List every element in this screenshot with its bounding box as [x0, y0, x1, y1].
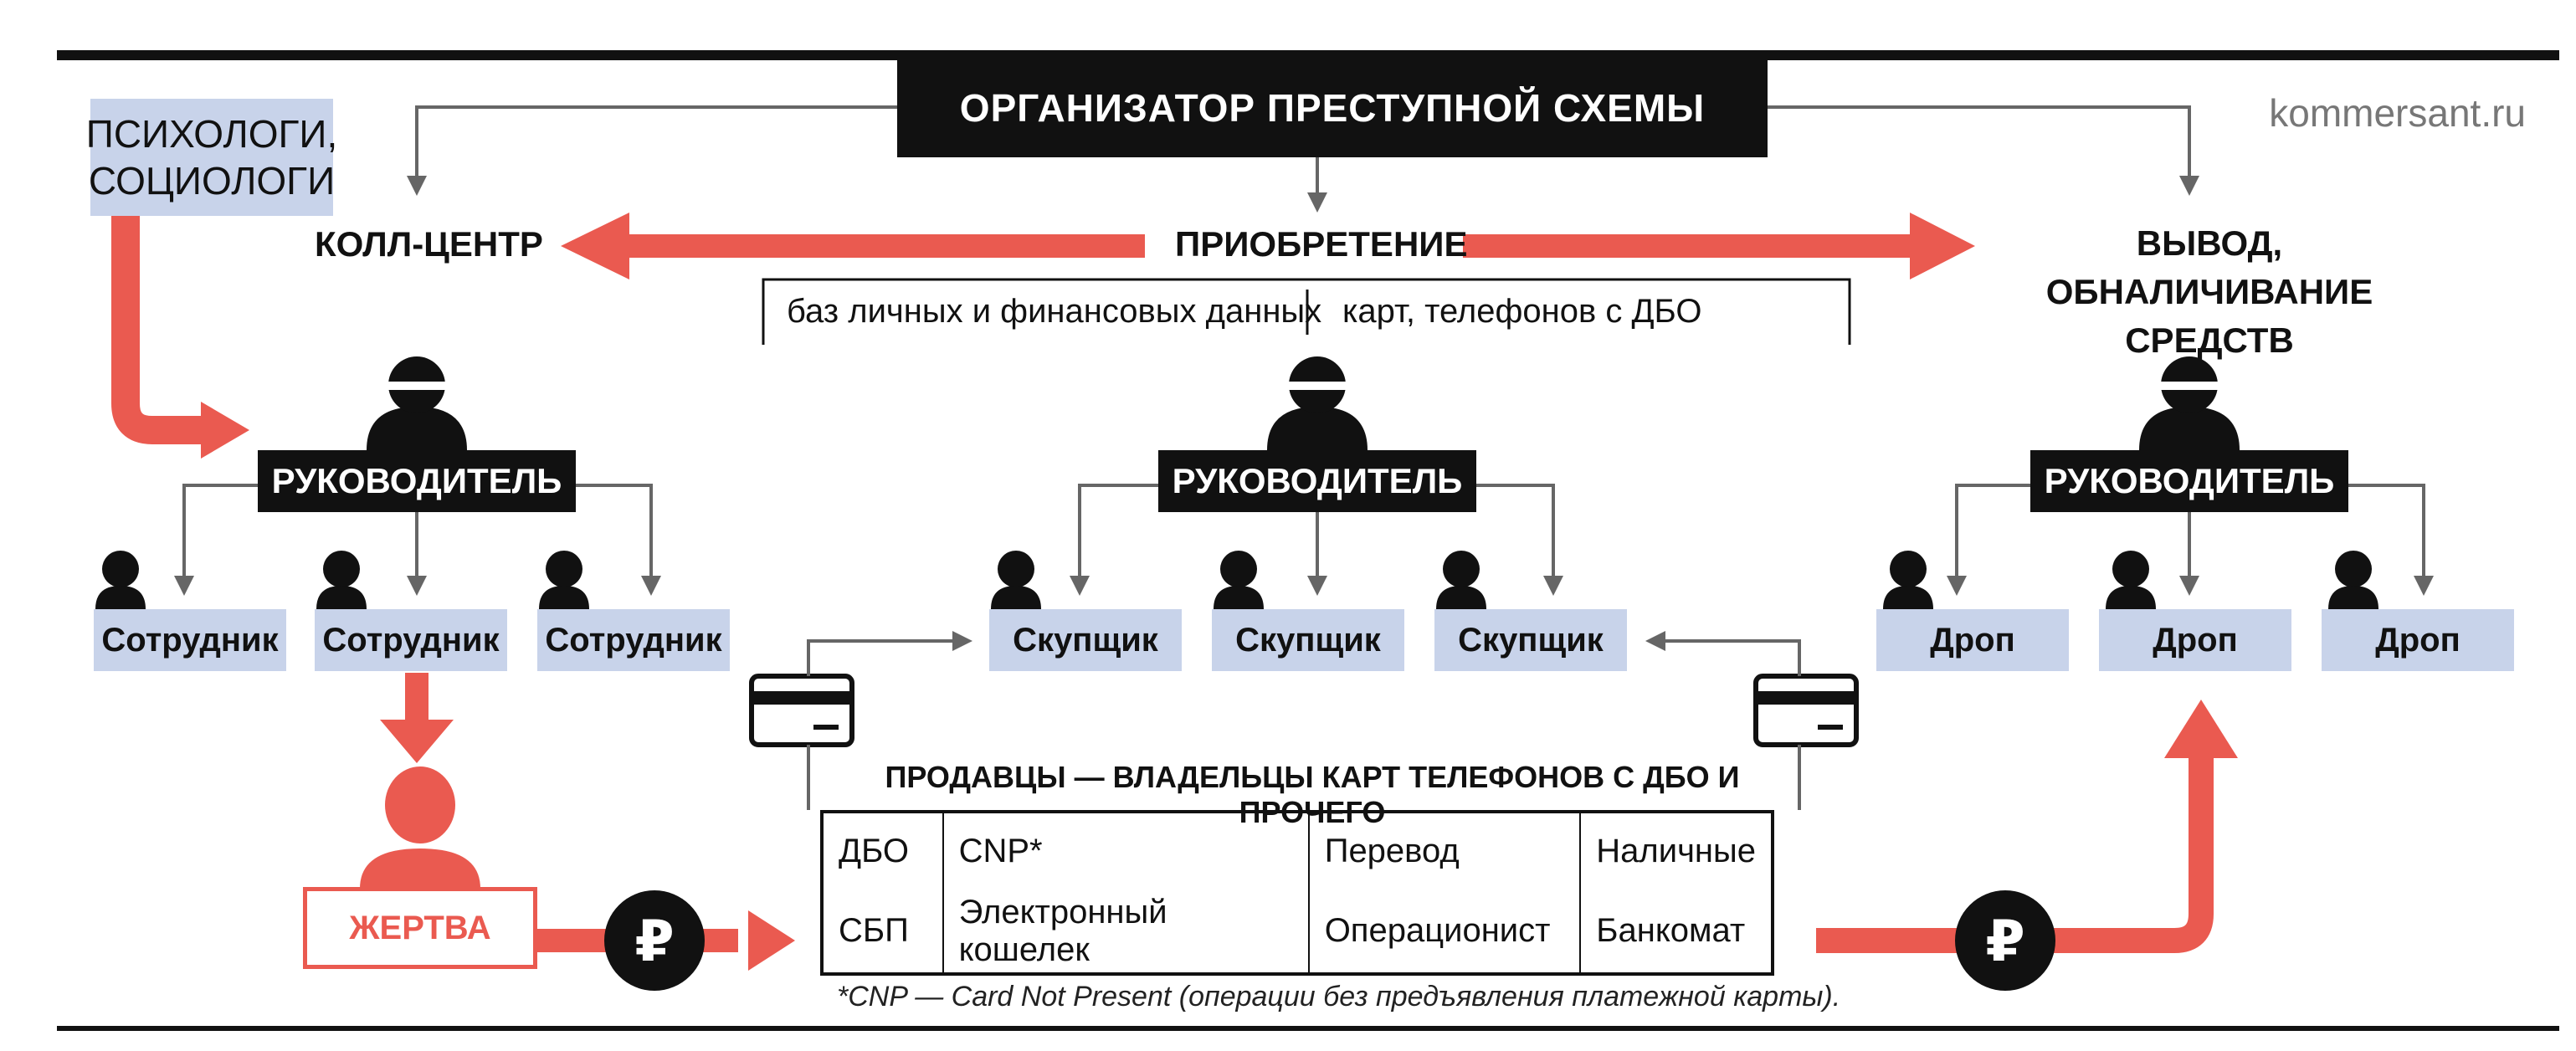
acquisition-sub-right: карт, телефонов с ДБО [1342, 293, 1702, 330]
footnote: *CNP — Card Not Present (операции без пр… [837, 981, 1841, 1013]
masked-person-icon [2139, 356, 2240, 450]
call-center-manager-box: РУКОВОДИТЕЛЬ [258, 450, 576, 512]
buyer-box: Скупщик [1212, 609, 1404, 671]
table-row: СБП Электронный кошелек Операционист Бан… [822, 890, 1773, 974]
employee-box: Сотрудник [537, 609, 730, 671]
drop-box: Дроп [2322, 609, 2514, 671]
person-icon [1436, 551, 1486, 609]
red-arrow-table-to-drop [1816, 700, 2238, 953]
red-arrow-to-cashout [1463, 213, 1975, 279]
person-icon [2106, 551, 2156, 609]
masked-person-icon [1267, 356, 1368, 450]
bottom-rule [57, 1026, 2559, 1031]
masked-person-icon [367, 356, 467, 450]
person-icon [95, 551, 146, 609]
cashout-title-line1: ВЫВОД, ОБНАЛИЧИВАНИЕ [2045, 223, 2373, 311]
table-cell: СБП [839, 912, 909, 950]
employee-box: Сотрудник [94, 609, 286, 671]
call-center-title: КОЛЛ-ЦЕНТР [315, 224, 543, 264]
red-arrow-to-victim [380, 673, 454, 763]
acquisition-manager-box: РУКОВОДИТЕЛЬ [1158, 450, 1476, 512]
psychologists-label-line2: СОЦИОЛОГИ [88, 159, 336, 203]
red-arrow-psychologists [111, 216, 249, 459]
organizer-connectors [407, 105, 2199, 213]
drop-box: Дроп [1876, 609, 2069, 671]
ruble-coin-icon: ₽ [1955, 890, 2055, 991]
credit-card-icon [749, 674, 854, 747]
cashout-manager-box: РУКОВОДИТЕЛЬ [2030, 450, 2348, 512]
psychologists-label-line1: ПСИХОЛОГИ, [85, 112, 338, 156]
psychologists-box: ПСИХОЛОГИ, СОЦИОЛОГИ [86, 99, 337, 216]
buyer-box: Скупщик [1434, 609, 1627, 671]
methods-table: ДБО CNP* Перевод Наличные СБП Электронны… [820, 810, 1774, 976]
person-icon [1883, 551, 1933, 609]
svg-text:₽: ₽ [1985, 909, 2024, 975]
person-icon [2328, 551, 2378, 609]
top-rule [57, 50, 2559, 60]
red-arrow-to-call-center [561, 213, 1145, 279]
site-label: kommersant.ru [2269, 91, 2526, 135]
victim-box: ЖЕРТВА [303, 887, 537, 969]
table-row: ДБО CNP* Перевод Наличные [822, 812, 1773, 890]
acquisition-sub-left: баз личных и финансовых данных [787, 293, 1322, 330]
manager-connectors-left [174, 484, 661, 596]
person-icon [991, 551, 1041, 609]
manager-connectors-right [1947, 484, 2434, 596]
acquisition-title: ПРИОБРЕТЕНИЕ [1175, 224, 1468, 264]
buyer-box: Скупщик [989, 609, 1182, 671]
manager-connectors-center [1070, 484, 1563, 596]
person-icon [1214, 551, 1264, 609]
credit-card-icon [1753, 674, 1859, 747]
person-icon [316, 551, 367, 609]
organizer-box: ОРГАНИЗАТОР ПРЕСТУПНОЙ СХЕМЫ [897, 59, 1768, 157]
svg-text:₽: ₽ [634, 909, 674, 975]
table-cell: CNP* [942, 812, 1309, 890]
card-connectors [807, 631, 1801, 810]
victim-person-icon [360, 766, 480, 889]
table-cell: Перевод [1307, 812, 1581, 890]
table-cell: ДБО [839, 833, 910, 870]
table-cell: Банкомат [1579, 890, 1773, 974]
ruble-coin-icon: ₽ [604, 890, 705, 991]
table-cell: Электронный кошелек [942, 890, 1309, 974]
table-cell: Операционист [1307, 890, 1581, 974]
acquisition-bracket [762, 278, 1851, 345]
table-cell: Наличные [1579, 812, 1773, 890]
cashout-title: ВЫВОД, ОБНАЛИЧИВАНИЕ СРЕДСТВ [1975, 219, 2444, 365]
drop-box: Дроп [2099, 609, 2291, 671]
person-icon [539, 551, 589, 609]
cashout-title-line2: СРЕДСТВ [2125, 320, 2294, 360]
employee-box: Сотрудник [315, 609, 507, 671]
